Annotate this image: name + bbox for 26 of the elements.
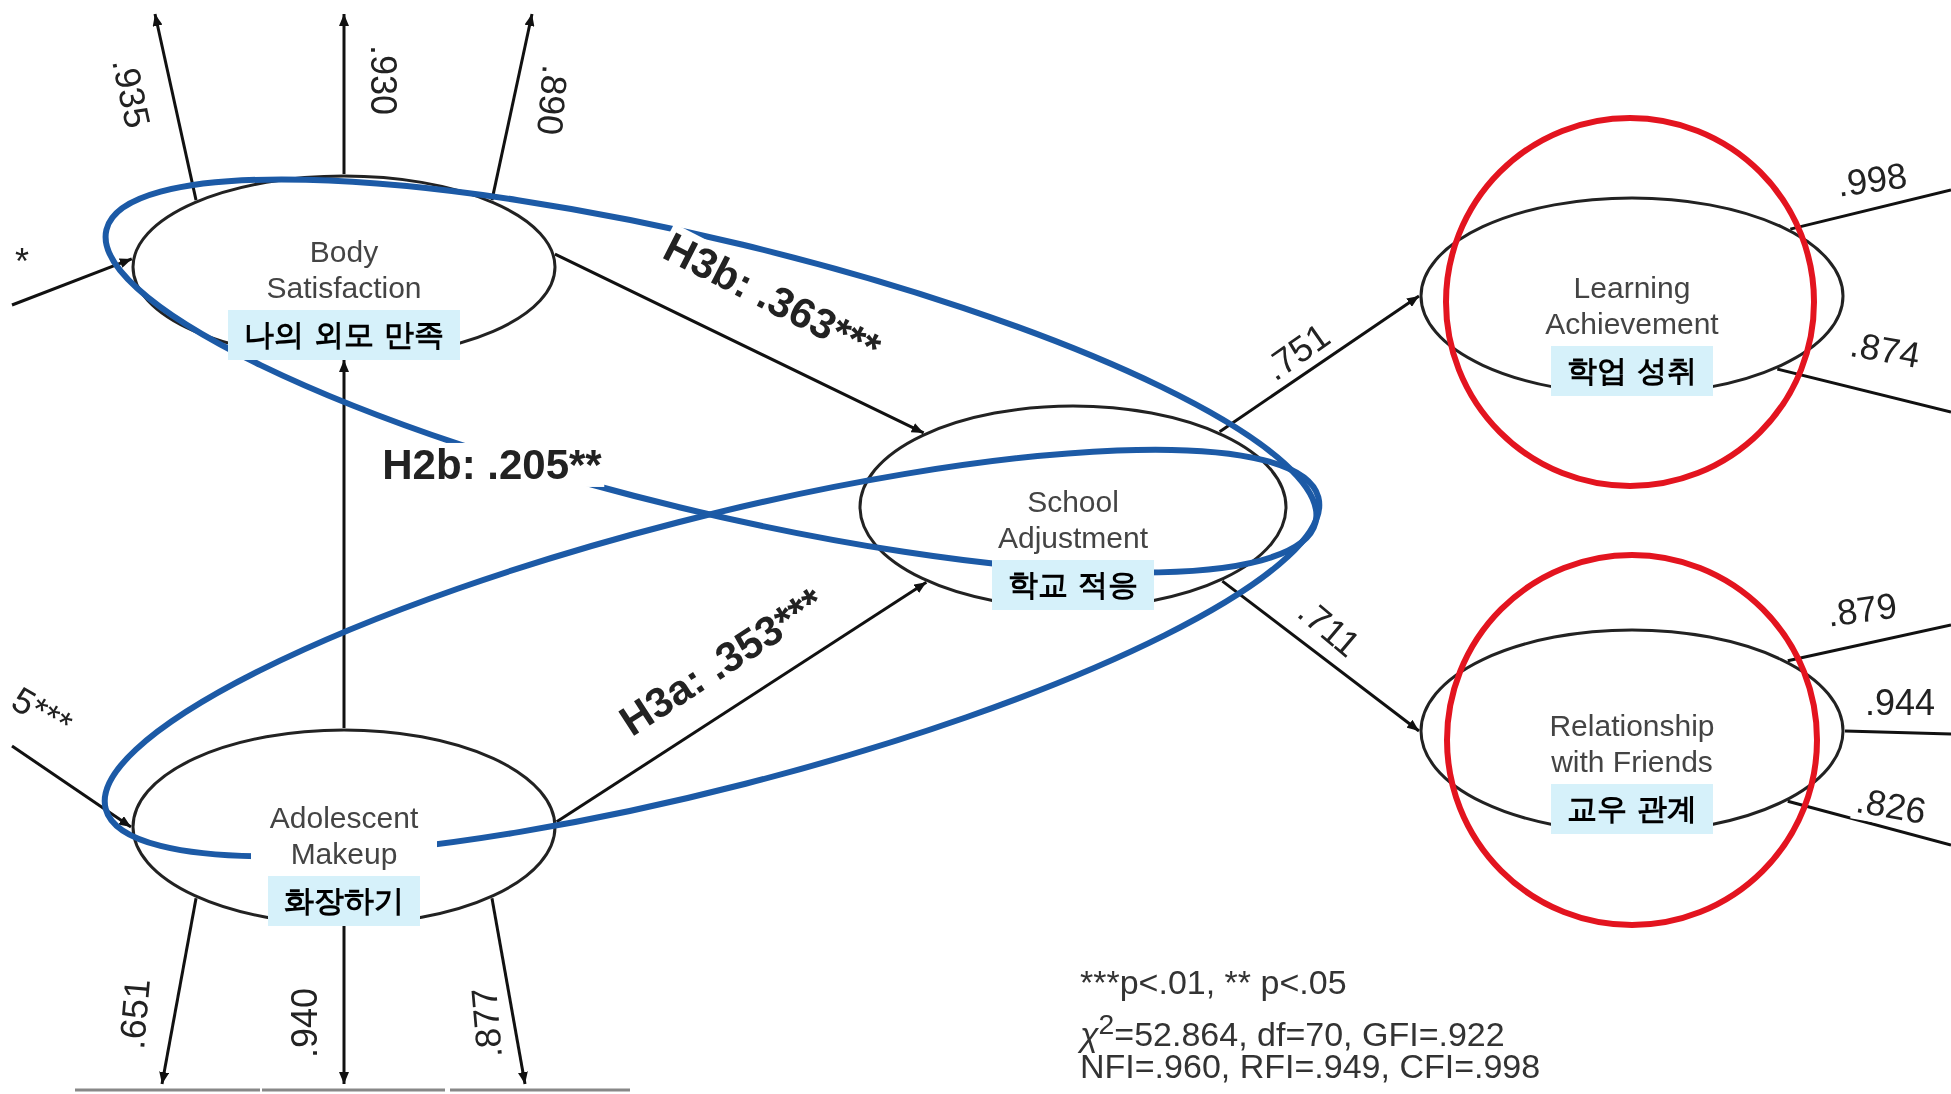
arrow bbox=[159, 897, 198, 1085]
latent-ellipse bbox=[1419, 196, 1845, 396]
arrow bbox=[339, 926, 349, 1084]
arrow bbox=[11, 257, 133, 307]
arrow bbox=[554, 252, 925, 435]
arrow bbox=[11, 744, 132, 829]
arrow bbox=[1218, 294, 1420, 433]
latent-ellipse bbox=[858, 404, 1288, 610]
translation-label: 학업 성취 bbox=[1550, 346, 1714, 396]
arrow bbox=[490, 897, 528, 1085]
latent-ellipse bbox=[131, 174, 557, 360]
path-line bbox=[1789, 188, 1951, 231]
translation-label: 나의 외모 만족 bbox=[227, 310, 461, 360]
path-line bbox=[1844, 729, 1951, 736]
footnote: ***p<.01, ** p<.05 bbox=[1080, 962, 1347, 1002]
arrow bbox=[152, 13, 198, 201]
arrow bbox=[490, 13, 535, 201]
translation-label: 교우 관계 bbox=[1550, 784, 1714, 834]
arrow bbox=[339, 360, 349, 728]
latent-ellipse bbox=[131, 728, 557, 926]
path-line bbox=[1776, 367, 1951, 414]
translation-label: 학교 적응 bbox=[991, 560, 1155, 610]
path-line bbox=[1787, 623, 1951, 663]
translation-label: 화장하기 bbox=[268, 876, 420, 926]
arrow bbox=[339, 14, 349, 174]
latent-ellipse bbox=[1419, 628, 1845, 834]
